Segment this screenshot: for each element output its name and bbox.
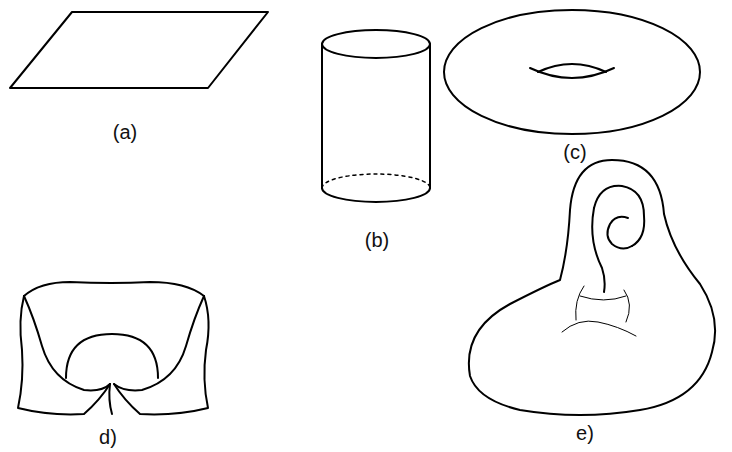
figure-label: (b) bbox=[365, 230, 389, 250]
torus-surface bbox=[444, 10, 700, 134]
figure-label: (c) bbox=[563, 142, 586, 162]
klein-bottle-surface bbox=[469, 160, 715, 415]
cross-cap-surface bbox=[18, 282, 209, 414]
plane-surface bbox=[10, 12, 268, 88]
figure-label: d) bbox=[99, 427, 117, 447]
figure-label: (a) bbox=[113, 122, 137, 142]
figure-label: e) bbox=[576, 423, 594, 443]
cylinder-surface bbox=[322, 30, 430, 202]
